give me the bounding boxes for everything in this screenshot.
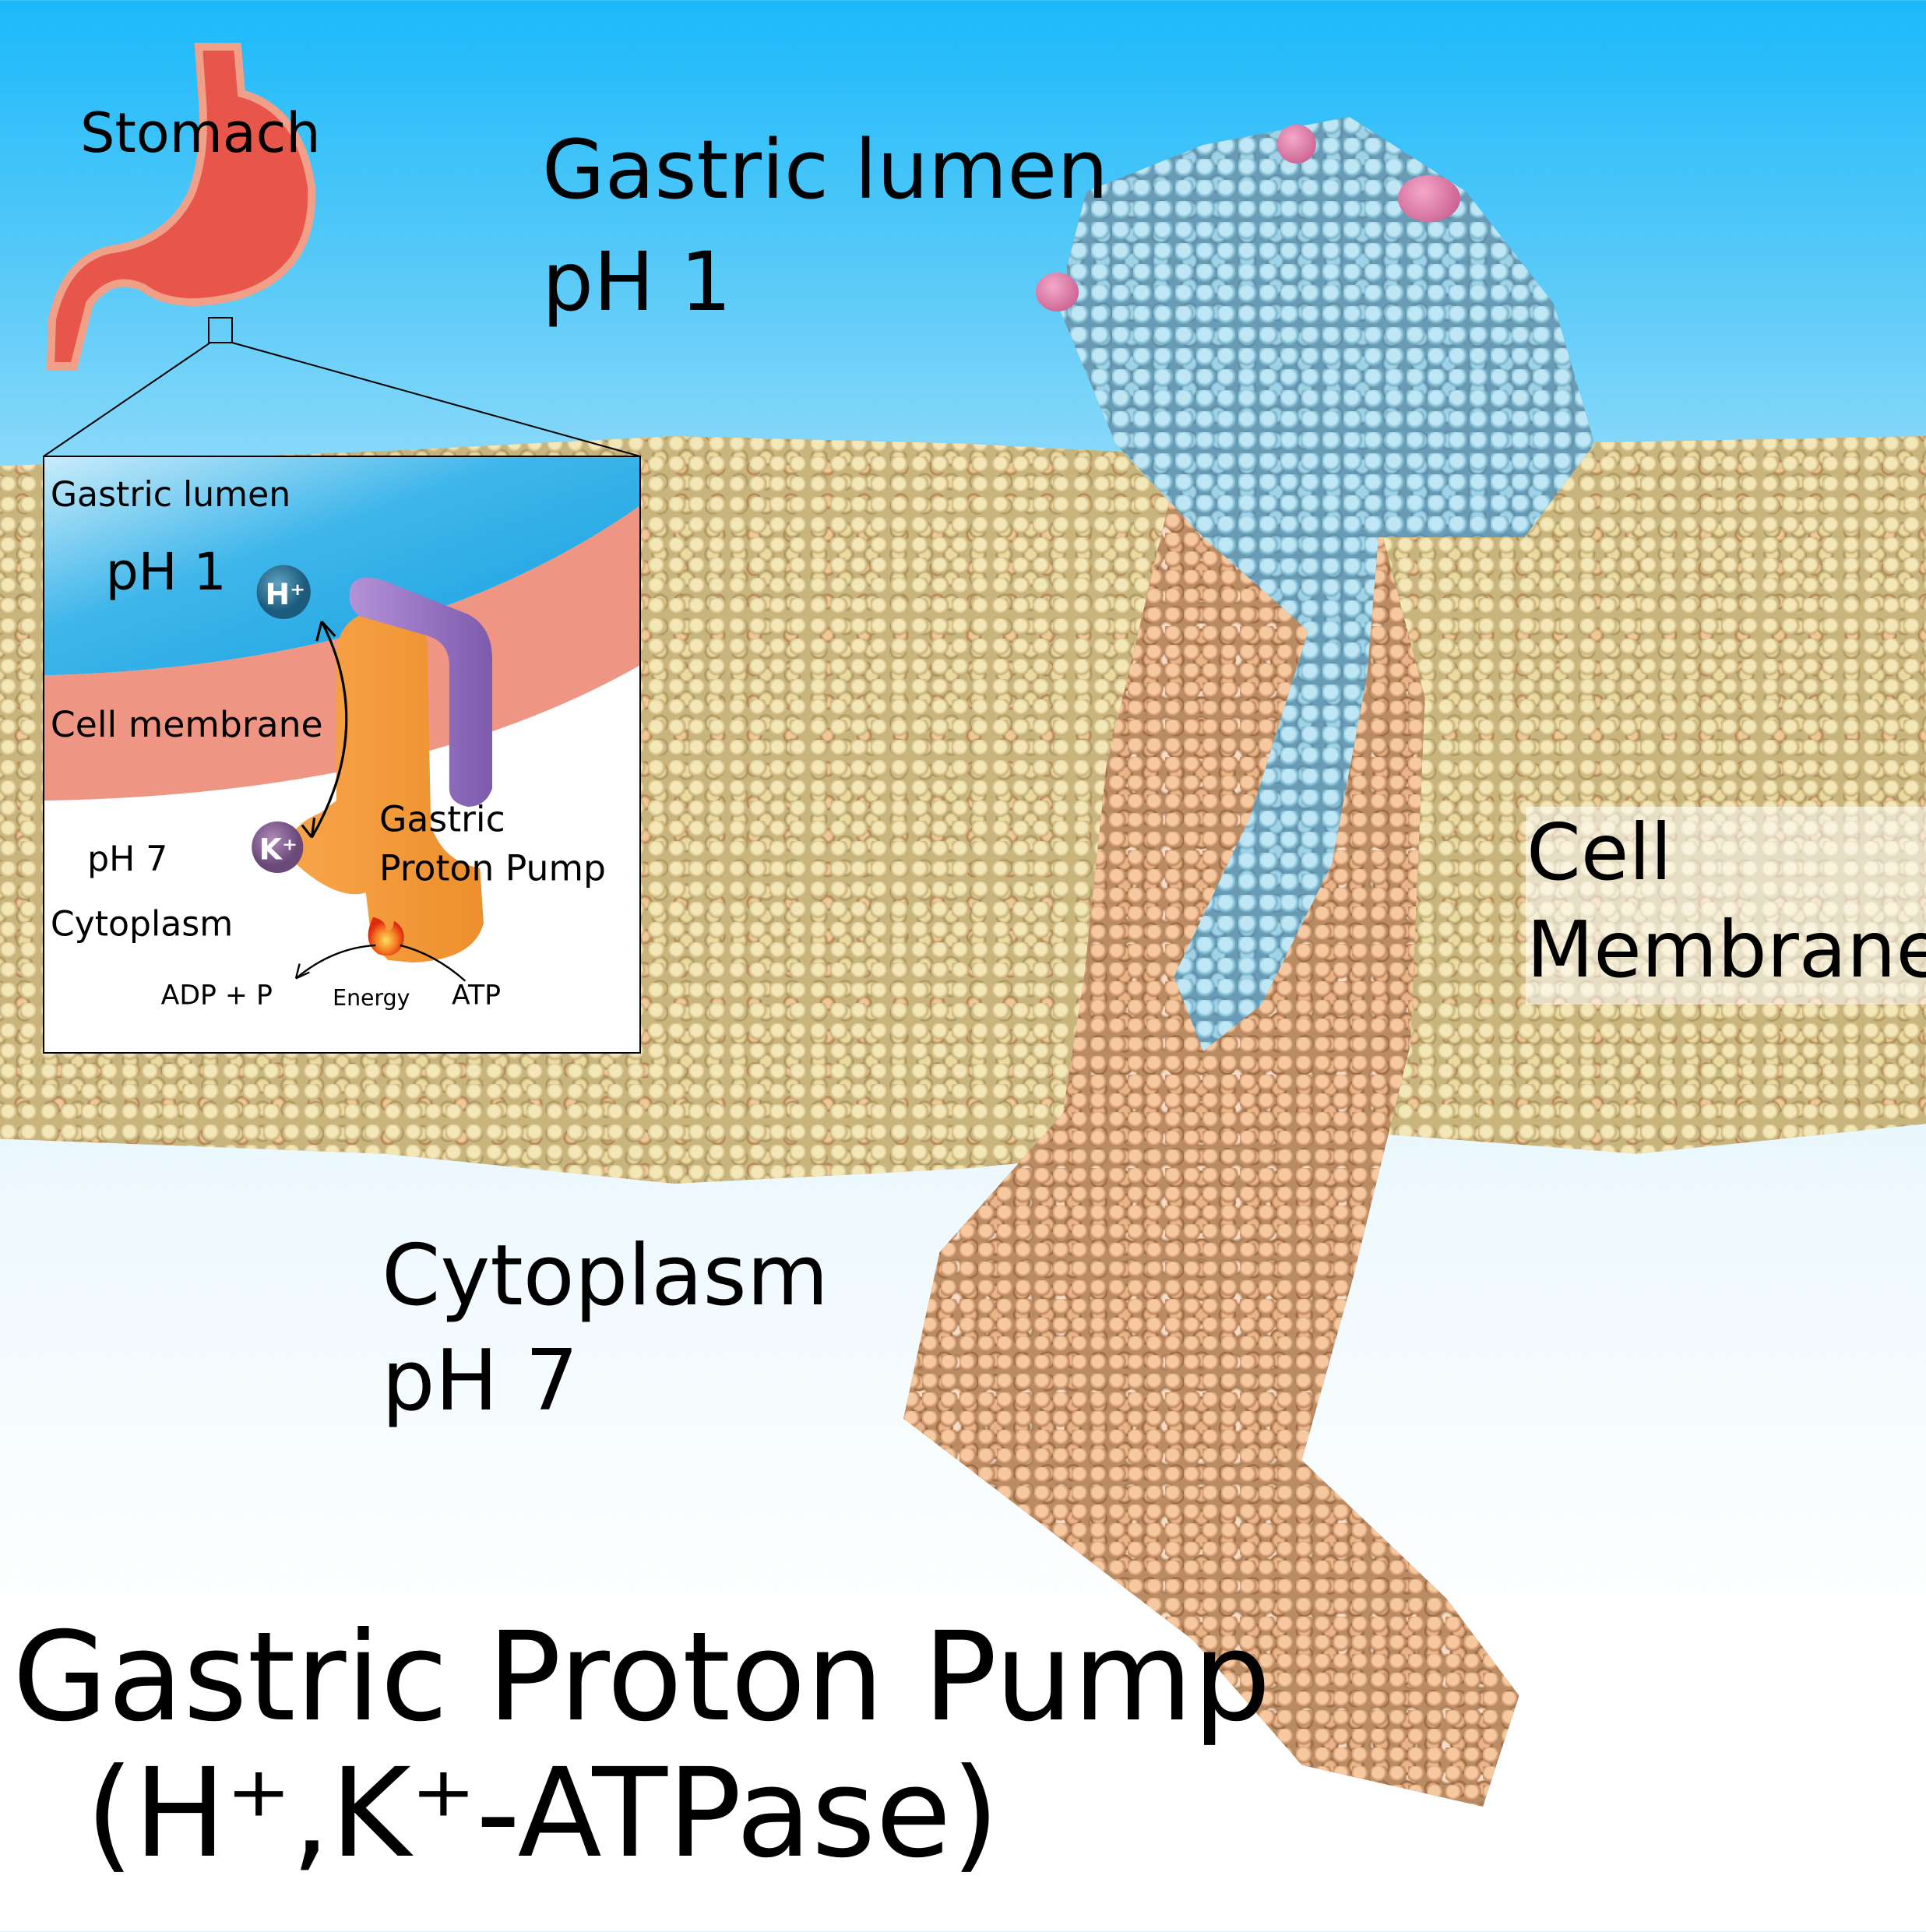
- cytoplasm-ph: pH 7: [382, 1332, 579, 1430]
- pump-beta-shape: [349, 577, 492, 807]
- glycan: [1398, 175, 1460, 222]
- stomach-label: Stomach: [80, 101, 321, 165]
- inset-lumen-ph: pH 1: [106, 542, 227, 602]
- lumen-title: Gastric lumen: [542, 122, 1109, 217]
- adp-label: ADP + P: [161, 980, 273, 1012]
- main-subtitle: (H⁺,K⁺-ATPase): [86, 1742, 1000, 1885]
- cell-membrane-label-line1: Cell: [1526, 807, 1672, 898]
- lumen-region: [44, 457, 639, 676]
- exchange-arrow: [311, 621, 348, 839]
- atp-label: ATP: [452, 980, 501, 1012]
- stomach-illustration: [46, 43, 316, 370]
- lumen-ph: pH 1: [542, 234, 732, 329]
- inset-lumen-label: Gastric lumen: [51, 475, 290, 515]
- inset-membrane-label: Cell membrane: [51, 704, 323, 745]
- inset-cyto-ph: pH 7: [87, 839, 167, 879]
- main-title: Gastric Proton Pump: [12, 1606, 1271, 1749]
- h-ion-label: H⁺: [266, 577, 306, 611]
- inset-cytoplasm-label: Cytoplasm: [51, 904, 233, 944]
- k-ion-icon: [252, 821, 304, 874]
- k-ion-label: K⁺: [259, 832, 298, 867]
- energy-label: Energy: [333, 985, 410, 1011]
- inset-diagram: H⁺ K⁺ Gastric lumen pH 1 Cell membrane p…: [43, 456, 641, 1054]
- glycan: [1277, 125, 1316, 164]
- cell-membrane-label-line2: Membrane: [1526, 904, 1926, 995]
- flame-icon: [368, 917, 404, 956]
- inset-pump-label-line1: Gastric: [379, 798, 505, 839]
- h-ion-icon: [256, 565, 311, 619]
- cytoplasm-title: Cytoplasm: [382, 1227, 829, 1325]
- inset-pump-label-line2: Proton Pump: [379, 847, 606, 889]
- cell-membrane-label-box: [1526, 807, 1926, 1005]
- pump-alpha-shape: [287, 610, 484, 963]
- glycan: [1036, 273, 1079, 311]
